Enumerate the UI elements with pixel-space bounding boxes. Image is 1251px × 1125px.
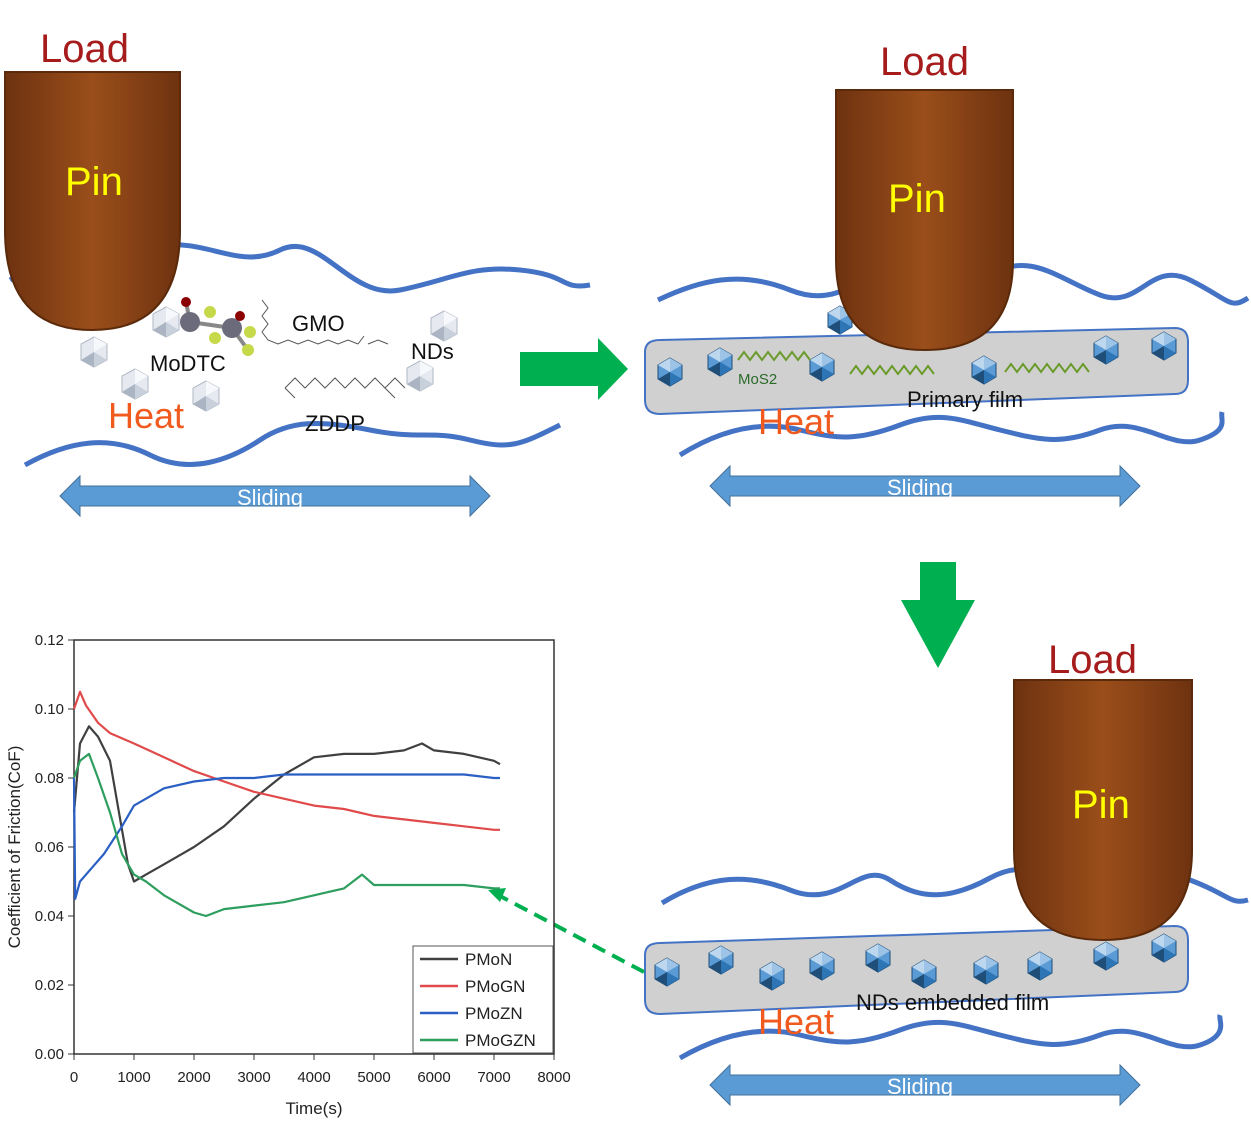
zddp-molecule-icon <box>284 377 406 399</box>
nds-label: NDs <box>411 339 454 364</box>
pin-label: Pin <box>1072 783 1130 827</box>
load-label: Load <box>40 27 129 71</box>
heat-label: Heat <box>758 401 834 442</box>
primary-film-label: Primary film <box>907 387 1023 412</box>
gmo-label: GMO <box>292 311 345 336</box>
primary-film-band <box>644 326 1189 416</box>
y-tick-label: 0.06 <box>35 839 64 856</box>
dashed-link-arrow <box>499 894 645 974</box>
series-line-pmon <box>72 725 501 883</box>
process-arrow-down <box>901 562 975 668</box>
y-tick-label: 0.04 <box>35 908 64 925</box>
x-tick-label: 2000 <box>177 1069 210 1086</box>
legend-label: PMoGN <box>465 977 525 996</box>
x-tick-label: 3000 <box>237 1069 270 1086</box>
y-tick-label: 0.02 <box>35 977 64 994</box>
y-tick-label: 0.08 <box>35 770 64 787</box>
series-line-pmozn <box>72 773 500 900</box>
nanodiamond-icon <box>430 310 458 342</box>
nds-embedded-film-label: NDs embedded film <box>856 990 1049 1015</box>
nanodiamond-icon <box>80 336 108 368</box>
legend-label: PMoN <box>465 950 512 969</box>
series-line-pmogzn <box>72 752 500 918</box>
y-axis-title: Coefficient of Friction(CoF) <box>5 746 24 949</box>
nanodiamond-icon <box>152 306 180 338</box>
modtc-molecule-icon <box>180 297 256 356</box>
x-tick-label: 5000 <box>357 1069 390 1086</box>
nanodiamond-icon <box>192 380 220 412</box>
sliding-arrow <box>709 464 1141 508</box>
panel-1-initial: Load Pin Heat MoDTC GMO NDs <box>4 27 591 518</box>
mos2-layer-icon <box>737 350 1090 376</box>
load-label: Load <box>880 40 969 84</box>
x-tick-label: 1000 <box>117 1069 150 1086</box>
x-tick-label: 0 <box>70 1069 78 1086</box>
mos2-label: MoS2 <box>738 371 777 388</box>
sliding-label: Sliding <box>887 475 953 500</box>
panel-2-primary-film: MoS2 Load Pin Heat Primary film Sliding <box>644 40 1250 508</box>
x-tick-label: 8000 <box>537 1069 570 1086</box>
panel-3-nds-embedded-film: Load Pin Heat NDs embedded film Sliding <box>644 638 1249 1107</box>
modtc-label: MoDTC <box>150 351 226 376</box>
x-tick-label: 6000 <box>417 1069 450 1086</box>
cof-chart: 0 1000 2000 3000 4000 5000 6000 7000 8000 0.00 0.0… <box>5 632 571 1118</box>
nanodiamond-icon <box>121 368 149 400</box>
x-tick-label: 7000 <box>477 1069 510 1086</box>
series-line-pmogn <box>72 690 500 831</box>
pin-label: Pin <box>888 177 946 221</box>
pin-body <box>1013 679 1193 942</box>
pin-body <box>835 89 1014 352</box>
y-tick-label: 0.10 <box>35 701 64 718</box>
y-tick-label: 0.12 <box>35 632 64 649</box>
heat-label: Heat <box>108 395 184 436</box>
x-axis-title: Time(s) <box>286 1099 343 1118</box>
load-label: Load <box>1048 638 1137 682</box>
legend-label: PMoZN <box>465 1004 523 1023</box>
y-tick-label: 0.00 <box>35 1046 64 1063</box>
sliding-arrow <box>59 474 491 518</box>
legend-label: PMoGZN <box>465 1031 536 1050</box>
dashed-link-arrowhead <box>488 888 506 902</box>
legend-box <box>412 945 554 1054</box>
process-arrow-right <box>520 338 628 400</box>
pin-body <box>4 71 181 332</box>
lower-surface-line <box>23 421 562 468</box>
x-tick-label: 4000 <box>297 1069 330 1086</box>
sliding-label: Sliding <box>237 485 303 510</box>
sliding-label: Sliding <box>887 1074 953 1099</box>
sliding-arrow <box>709 1063 1141 1107</box>
gmo-molecule-icon <box>261 299 389 345</box>
heat-label: Heat <box>758 1001 834 1042</box>
nanodiamond-icon <box>406 360 434 392</box>
zddp-label: ZDDP <box>305 411 365 436</box>
lower-surface-line <box>678 411 1225 458</box>
pin-label: Pin <box>65 160 123 204</box>
lower-surface-line <box>678 1014 1224 1061</box>
